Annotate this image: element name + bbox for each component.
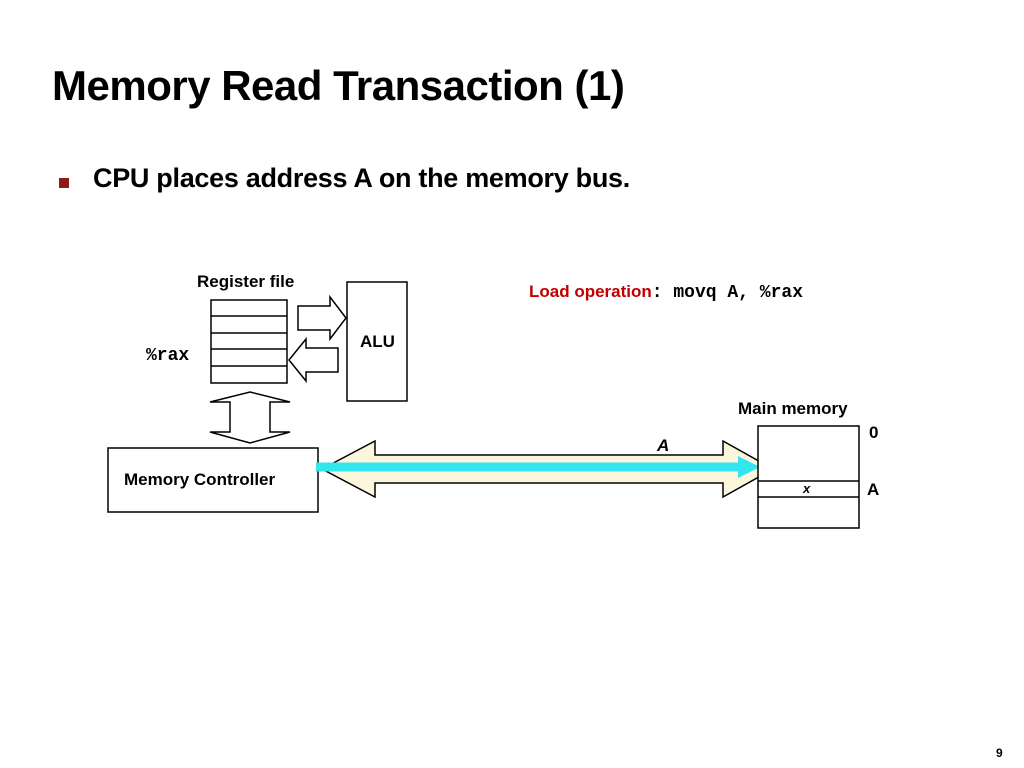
main-memory-label: Main memory [738,399,848,418]
bullet-marker [59,178,69,188]
memory-controller-label: Memory Controller [124,470,276,489]
load-operation: Load operation: movq A, %rax [529,282,803,303]
load-operation-label: Load operation [529,282,652,301]
memory-cell-value: x [803,481,811,496]
bullet-text: CPU places address A on the memory bus. [93,163,630,193]
bus-address-label: A [657,436,670,455]
address-arrowhead [738,456,760,478]
slide-title: Memory Read Transaction (1) [52,62,625,109]
register-file [210,299,288,384]
memory-controller-box [107,447,319,513]
cpu-to-controller-arrow [209,391,291,444]
rax-register-label: %rax [146,346,190,366]
regfile-to-alu-arrow [297,294,347,342]
address-zero-label: 0 [869,423,879,442]
alu-to-regfile-arrow [288,336,339,384]
page-number: 9 [996,746,1003,760]
alu-box [346,281,408,402]
load-operation-code: : movq A, %rax [651,283,804,303]
address-a-label: A [867,480,880,499]
alu-label: ALU [360,332,395,351]
main-memory [757,425,860,529]
register-file-label: Register file [197,272,295,291]
